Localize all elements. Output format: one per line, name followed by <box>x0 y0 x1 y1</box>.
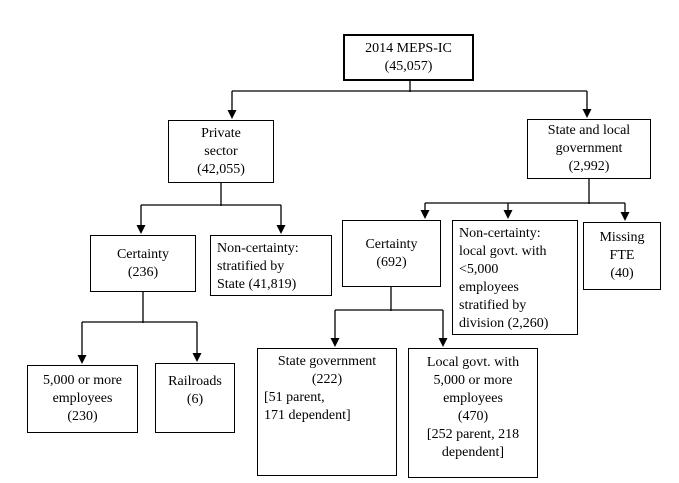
node-certainty-private: Certainty (236) <box>90 235 196 292</box>
arrow-down-icon <box>582 109 592 118</box>
node-noncertainty-stratified-by-state: Non-certainty: stratified by State (41,8… <box>210 235 332 296</box>
node-5000-or-more-employees: 5,000 or more employees (230) <box>27 365 138 433</box>
text-line: Certainty <box>365 236 418 252</box>
text-line: Local govt. with <box>426 355 520 370</box>
text-line: (40) <box>610 266 634 281</box>
text-line: 2014 MEPS-IC <box>365 40 452 56</box>
text-line: (236) <box>127 264 159 280</box>
text-line: (692) <box>376 254 407 270</box>
text-line: dependent] <box>441 445 505 460</box>
node-missing-fte: Missing FTE (40) <box>583 222 661 290</box>
text-line: 5,000 or more <box>43 373 122 388</box>
text-line: Private <box>201 125 241 141</box>
arrow-down-icon <box>503 210 513 219</box>
text-line: sector <box>204 143 238 159</box>
arrow-down-icon <box>438 338 448 347</box>
text-line: (6) <box>186 392 204 407</box>
arrowheads <box>77 109 630 364</box>
text-line: (2,992) <box>568 159 610 174</box>
connector-private-to-children <box>140 183 282 226</box>
node-railroads: Railroads (6) <box>155 363 235 433</box>
connector-statelocal-to-children <box>424 179 626 213</box>
text-line: stratified by <box>217 259 285 274</box>
text-line: [51 parent, <box>264 390 325 405</box>
text-line: (222) <box>311 372 343 387</box>
text-line: employees <box>459 280 519 295</box>
text-line: division (2,260) <box>459 316 549 331</box>
text-line: <5,000 <box>459 262 499 277</box>
text-line: Non-certainty: <box>459 226 541 241</box>
text-line: employees <box>52 391 113 406</box>
text-line: (470) <box>457 409 489 424</box>
arrow-down-icon <box>420 210 430 219</box>
text-line: government <box>555 141 623 156</box>
node-noncertainty-local-govt: Non-certainty: local govt. with <5,000 e… <box>452 220 578 335</box>
text-line: (45,057) <box>384 58 433 74</box>
node-local-govt-5000-or-more: Local govt. with 5,000 or more employees… <box>408 348 538 478</box>
node-2014-meps-ic: 2014 MEPS-IC (45,057) <box>343 34 474 81</box>
arrow-down-icon <box>136 225 146 234</box>
arrow-down-icon <box>77 355 87 364</box>
text-line: Railroads <box>168 374 222 389</box>
arrow-down-icon <box>330 338 340 347</box>
text-line: 171 dependent] <box>264 408 351 423</box>
node-state-and-local-government: State and local government (2,992) <box>527 119 651 179</box>
text-line: Missing <box>599 230 645 245</box>
text-line: stratified by <box>459 298 527 313</box>
arrow-down-icon <box>620 212 630 221</box>
node-state-government: State government (222) [51 parent, 171 d… <box>257 348 397 476</box>
connector-root-to-children <box>231 80 588 111</box>
text-line: FTE <box>609 248 635 263</box>
node-certainty-government: Certainty (692) <box>342 220 441 287</box>
text-line: Non-certainty: <box>217 241 299 256</box>
arrow-down-icon <box>227 110 237 119</box>
arrow-down-icon <box>276 225 286 234</box>
text-line: local govt. with <box>459 244 547 259</box>
text-line: (42,055) <box>197 161 245 177</box>
text-line: State and local <box>547 123 631 138</box>
connector-certainty692-to-children <box>334 287 444 339</box>
connector-certainty236-to-children <box>81 292 198 356</box>
text-line: [252 parent, 218 <box>426 427 520 442</box>
text-line: State (41,819) <box>217 277 297 292</box>
text-line: 5,000 or more <box>433 373 513 388</box>
text-line: employees <box>443 391 503 406</box>
node-private-sector: Private sector (42,055) <box>168 120 274 183</box>
text-line: State government <box>277 354 377 369</box>
text-line: (230) <box>67 409 98 424</box>
text-line: Certainty <box>116 246 170 262</box>
arrow-down-icon <box>192 353 202 362</box>
